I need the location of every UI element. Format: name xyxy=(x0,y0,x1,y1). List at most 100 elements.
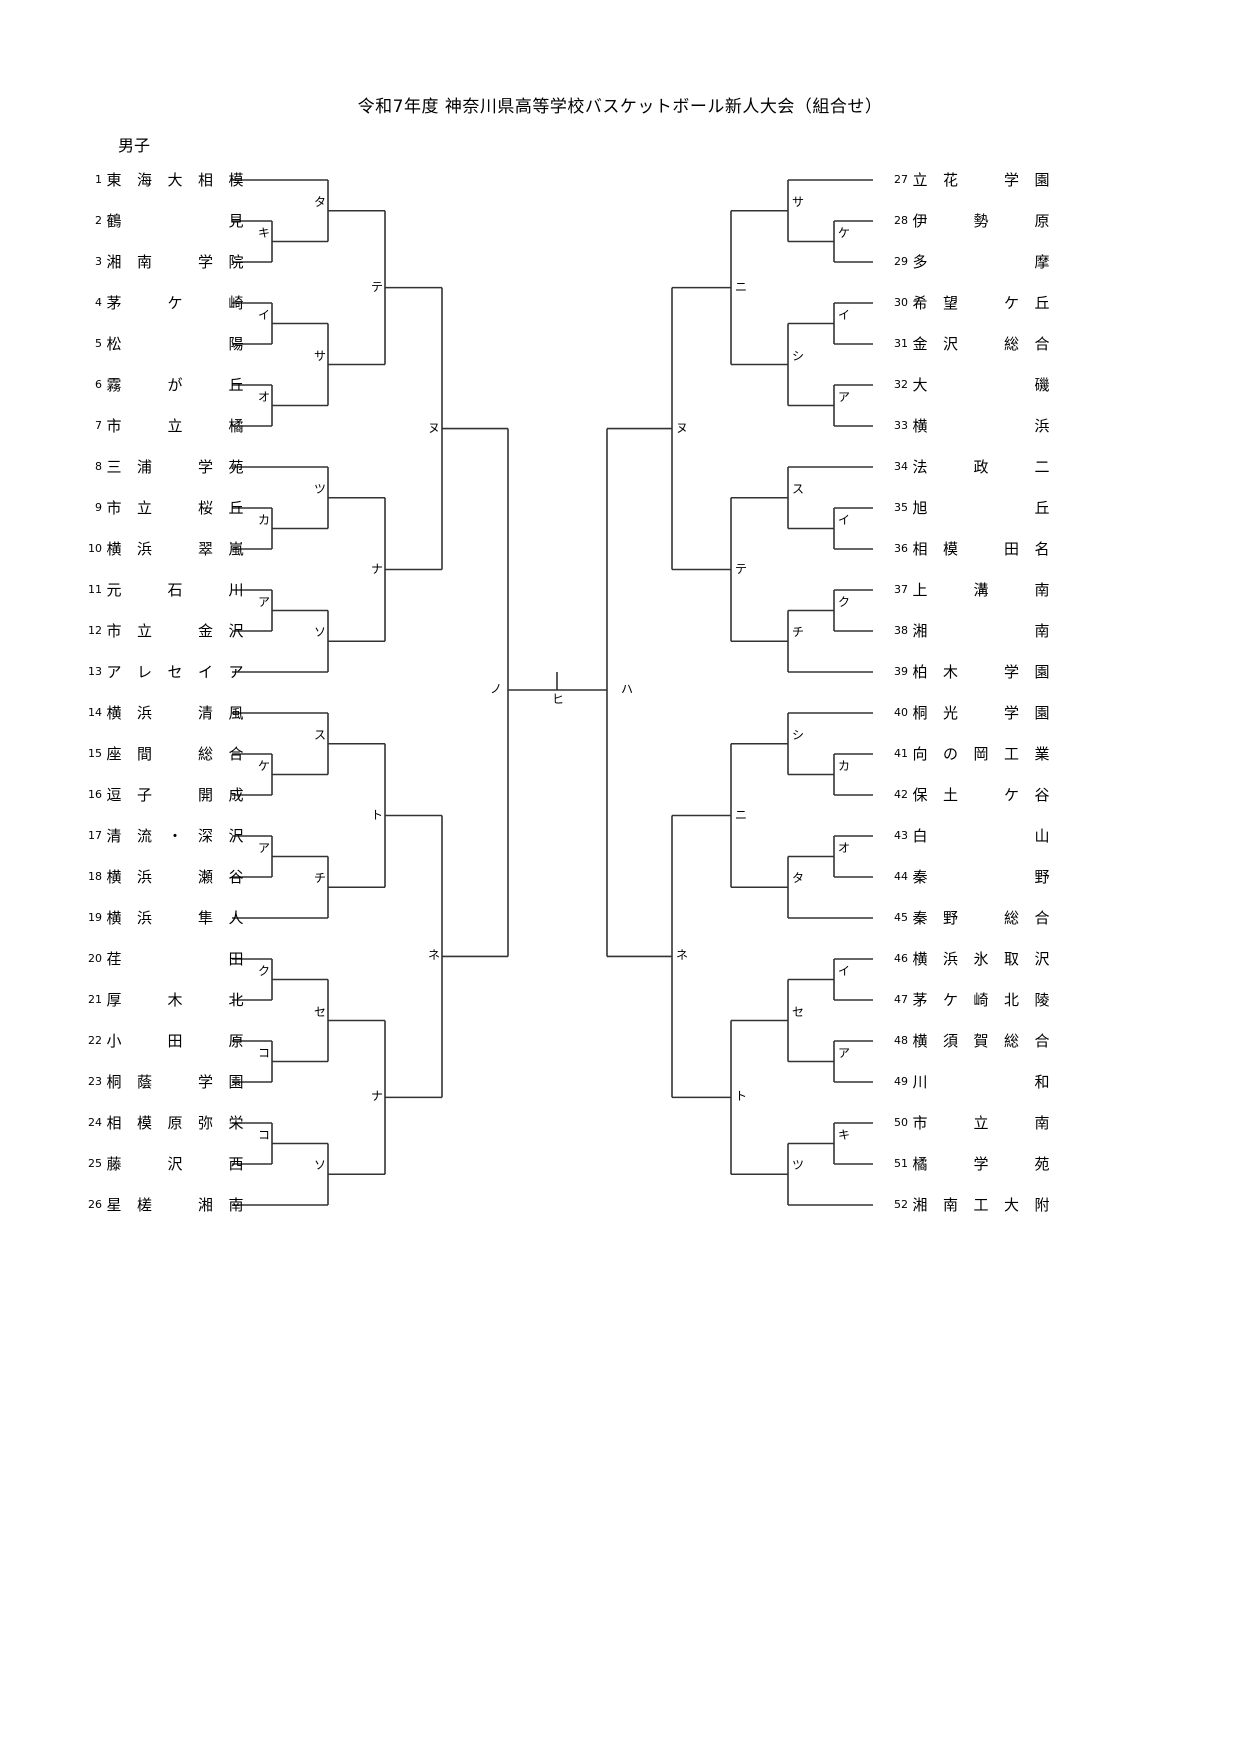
match-label-r3: ト xyxy=(371,807,384,822)
team-name-char xyxy=(973,908,989,928)
team-name-char xyxy=(1004,580,1020,600)
team-name-char: 蔭 xyxy=(136,1073,152,1091)
team-name-char xyxy=(198,211,214,231)
team-number: 47 xyxy=(894,993,908,1006)
team-number: 35 xyxy=(894,501,908,514)
team-name-char: 谷 xyxy=(1034,786,1050,804)
team-name-char xyxy=(167,949,183,969)
team-number: 36 xyxy=(894,542,908,555)
team-name: 逗子開成 xyxy=(106,785,244,805)
match-label-r2: チ xyxy=(314,871,327,886)
team-name-char: 谷 xyxy=(228,868,244,886)
team-number: 16 xyxy=(88,788,102,801)
team-name-char xyxy=(137,949,153,969)
team-name-char: 学 xyxy=(1003,704,1019,722)
team-name-char: 柏 xyxy=(912,663,928,681)
team-number: 6 xyxy=(95,378,102,391)
team-name-char xyxy=(943,867,959,887)
team-name-char: 小 xyxy=(106,1032,122,1050)
team-number: 23 xyxy=(88,1075,102,1088)
team-number: 28 xyxy=(894,214,908,227)
team-name-char: 大 xyxy=(167,171,183,189)
team-name: 横浜翠嵐 xyxy=(106,539,244,559)
team-number: 22 xyxy=(88,1034,102,1047)
team-name-char xyxy=(1004,621,1020,641)
match-label-r1: ケ xyxy=(258,758,271,773)
team-number: 29 xyxy=(894,255,908,268)
team-number: 19 xyxy=(88,911,102,924)
team-name-char xyxy=(137,1154,153,1174)
team-name-char: 藤 xyxy=(106,1155,122,1173)
match-label-r3: テ xyxy=(371,279,384,294)
team-name-char xyxy=(1004,252,1020,272)
team-name-char xyxy=(973,416,989,436)
team-name-char: 模 xyxy=(942,540,958,558)
team-number: 40 xyxy=(894,706,908,719)
team-name: 横浜氷取沢 xyxy=(912,949,1050,969)
team-name-char xyxy=(167,867,183,887)
team-name-char: 田 xyxy=(1003,540,1019,558)
team-name-char: 湘 xyxy=(197,1196,213,1214)
team-name-char: 希 xyxy=(912,294,928,312)
team-name-char: 陽 xyxy=(228,335,244,353)
team-number: 48 xyxy=(894,1034,908,1047)
match-label-r2: サ xyxy=(314,348,327,363)
match-label-r1: ア xyxy=(838,389,851,404)
team-name-char xyxy=(943,457,959,477)
team-number: 51 xyxy=(894,1157,908,1170)
team-number: 3 xyxy=(95,255,102,268)
team-number: 31 xyxy=(894,337,908,350)
match-label-r1: キ xyxy=(258,225,271,240)
team-name-char: 学 xyxy=(973,1155,989,1173)
team-name-char: 秦 xyxy=(912,868,928,886)
team-name-char xyxy=(137,990,153,1010)
team-name: 市立橘 xyxy=(106,416,244,436)
team-name-char: 原 xyxy=(167,1114,183,1132)
team-name-char: 立 xyxy=(136,622,152,640)
team-name-char: 逗 xyxy=(106,786,122,804)
team-name: 伊勢原 xyxy=(912,211,1050,231)
team-name-char: 崎 xyxy=(228,294,244,312)
match-label-r1: ク xyxy=(258,963,271,978)
team-name-char xyxy=(137,580,153,600)
team-name-char xyxy=(943,416,959,436)
team-name-char: 横 xyxy=(106,868,122,886)
team-name-char: 業 xyxy=(1034,745,1050,763)
team-name-char: ・ xyxy=(167,827,183,845)
team-name-char: 子 xyxy=(136,786,152,804)
match-label-r2: ソ xyxy=(314,1158,327,1173)
team-name-char: 浜 xyxy=(136,704,152,722)
team-name-char xyxy=(167,744,183,764)
team-name-char: 浜 xyxy=(1034,417,1050,435)
team-name-char: 合 xyxy=(1034,909,1050,927)
team-name-char: 開 xyxy=(197,786,213,804)
team-name-char: セ xyxy=(167,663,183,681)
team-name-char: 苑 xyxy=(1034,1155,1050,1173)
team-name-char xyxy=(973,498,989,518)
team-name-char: 勢 xyxy=(973,212,989,230)
team-name-char: 学 xyxy=(197,1073,213,1091)
team-name: 市立桜丘 xyxy=(106,498,244,518)
team-name: 希望ケ丘 xyxy=(912,293,1050,313)
team-name: 旭丘 xyxy=(912,498,1050,518)
match-label-r2: タ xyxy=(314,194,327,209)
team-entry: 3 湘南学院 xyxy=(80,252,250,272)
team-name-char: 沢 xyxy=(228,827,244,845)
team-name-char: 深 xyxy=(197,827,213,845)
team-name-char: 北 xyxy=(1003,991,1019,1009)
team-name: 湘南学院 xyxy=(106,252,244,272)
team-name-char: 岡 xyxy=(973,745,989,763)
team-name: 清流・深沢 xyxy=(106,826,244,846)
team-name-char: 向 xyxy=(912,745,928,763)
team-name-char: 南 xyxy=(1034,581,1050,599)
team-name-char: 市 xyxy=(912,1114,928,1132)
team-name-char: 沢 xyxy=(1034,950,1050,968)
